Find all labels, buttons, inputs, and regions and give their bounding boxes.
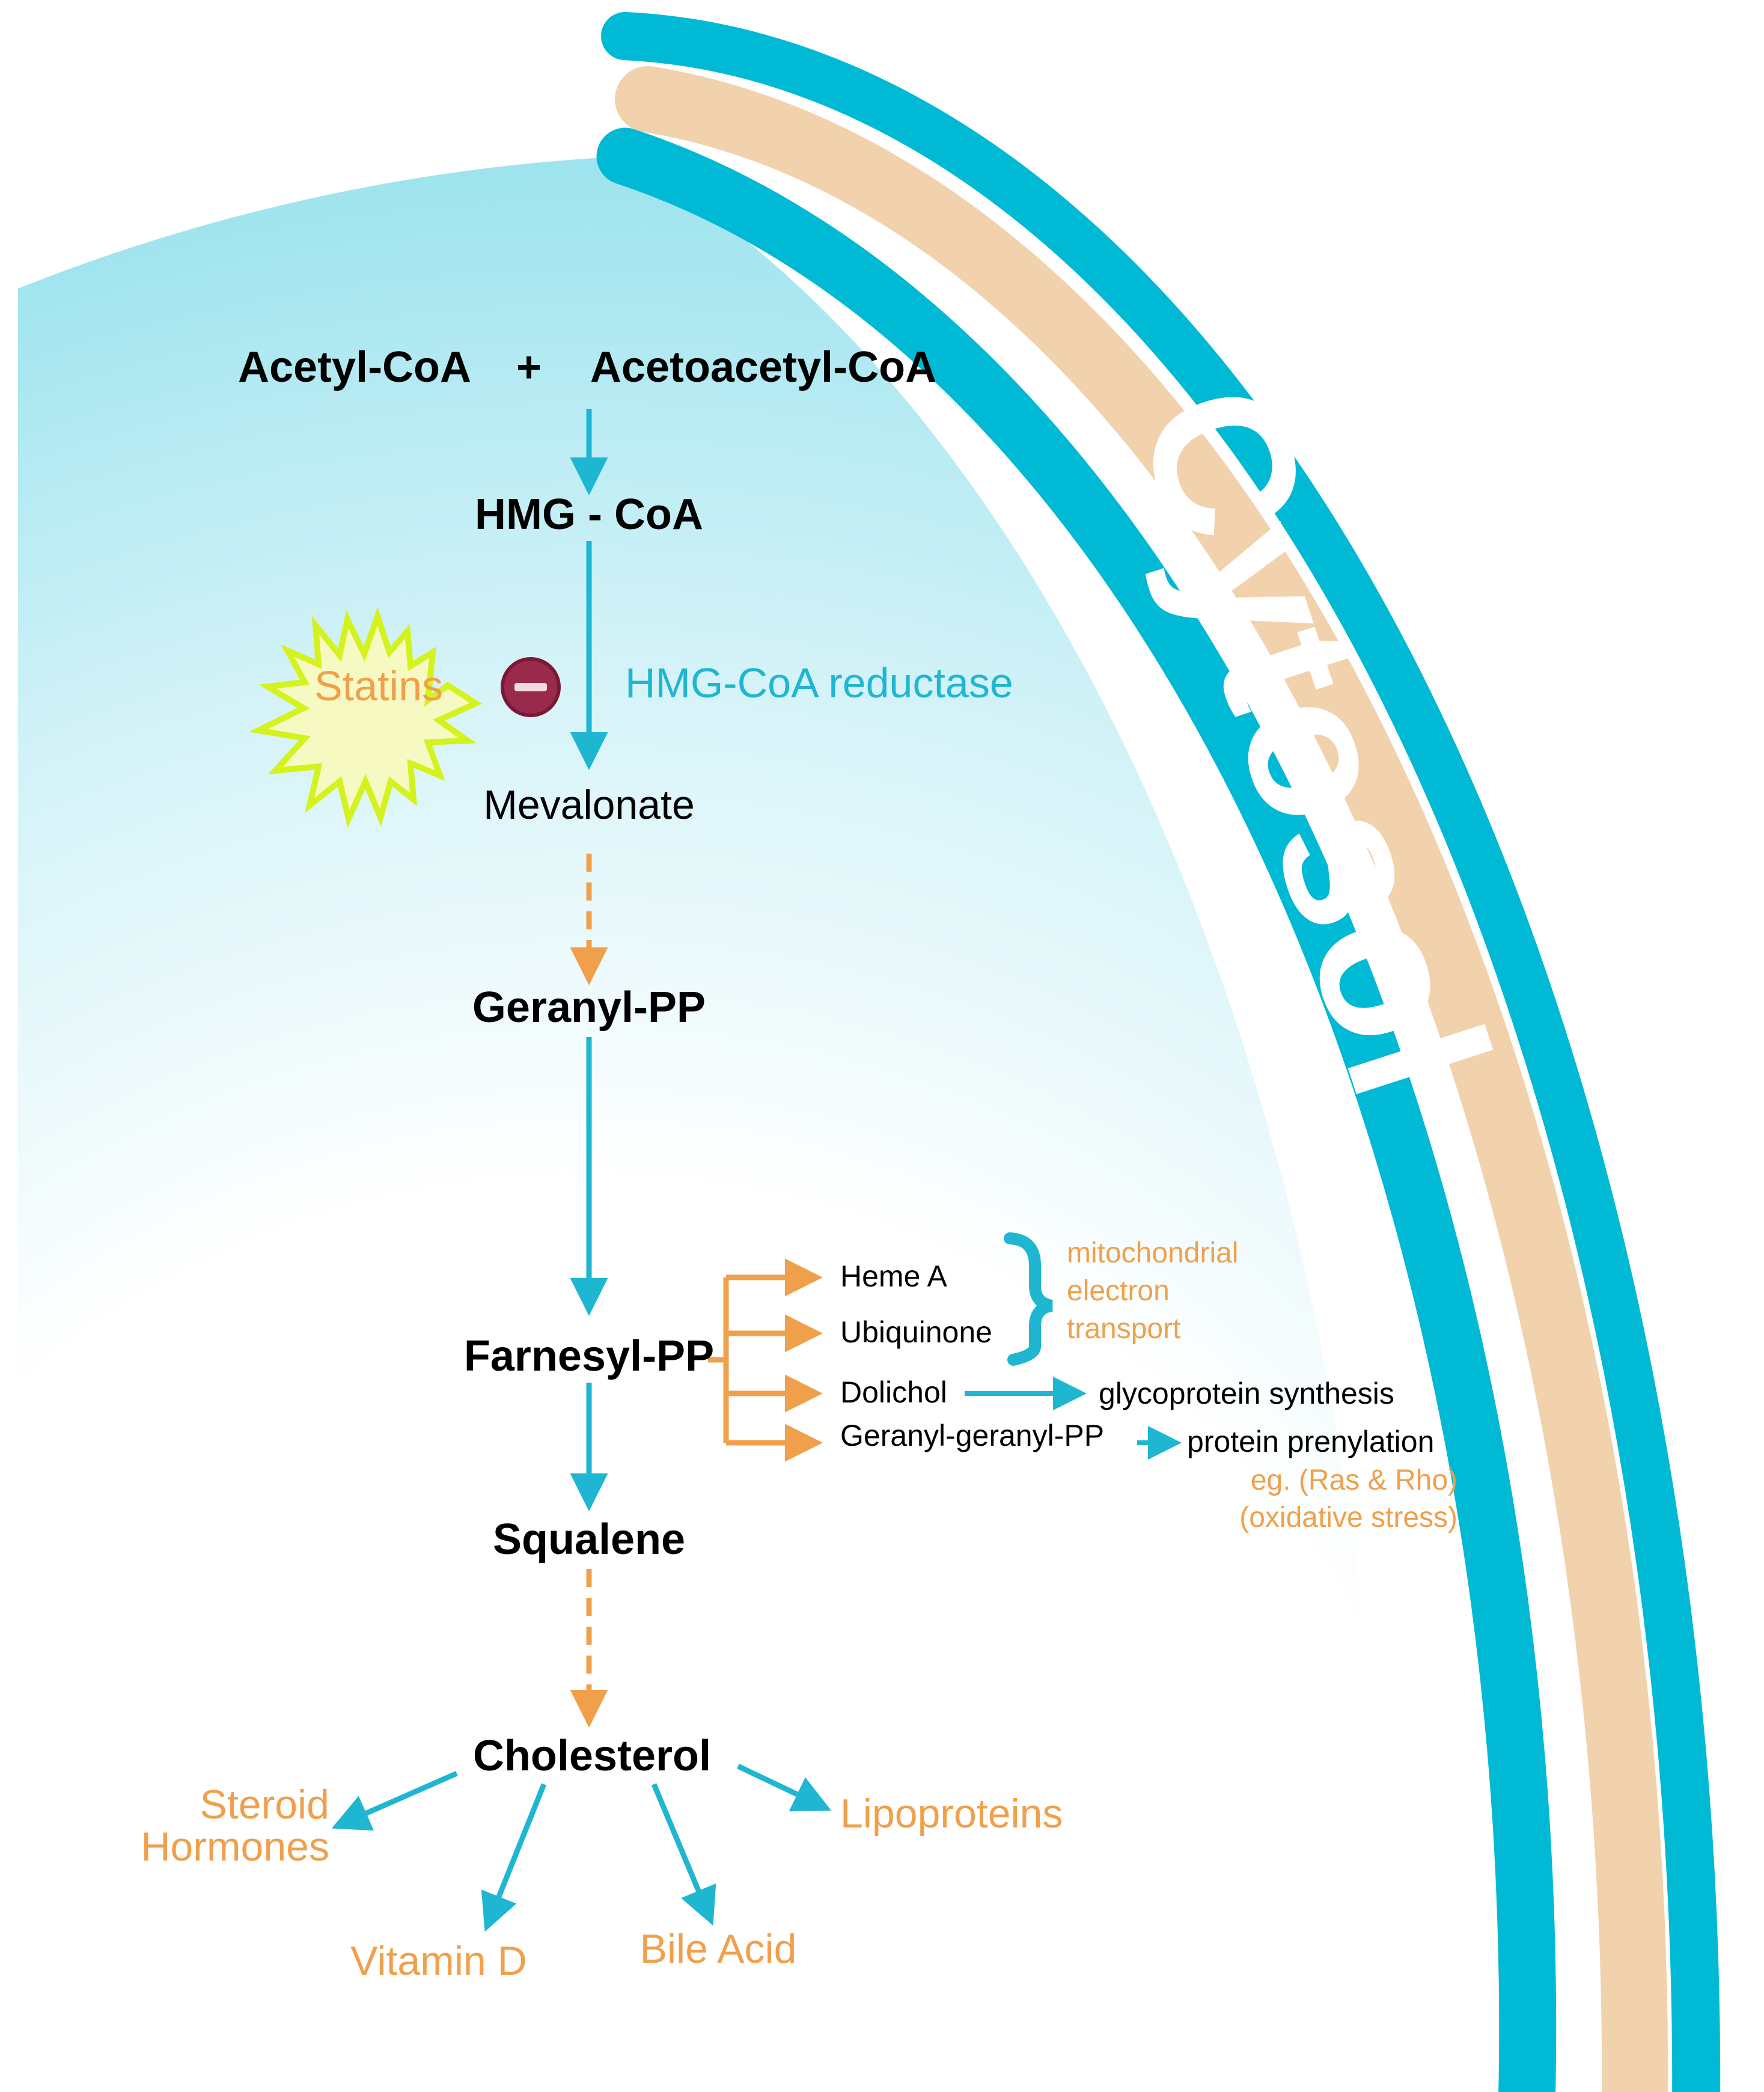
farnesyl-branch-arrows (708, 1258, 823, 1462)
arrow-to-lipoproteins (737, 1763, 832, 1812)
ubiquinone-label: Ubiquinone (840, 1315, 992, 1349)
cholesterol-label: Cholesterol (473, 1732, 711, 1780)
acetoacetyl-coa-label: Acetoacetyl-CoA (590, 343, 936, 391)
glycoprotein-synthesis-label: glycoprotein synthesis (1099, 1377, 1394, 1410)
enzyme-label: HMG-CoA reductase (625, 659, 1013, 706)
cell-membrane (596, 12, 1721, 2092)
hormones-label: Hormones (141, 1824, 329, 1870)
steroid-label: Steroid (200, 1782, 329, 1827)
heme-a-label: Heme A (840, 1259, 948, 1293)
membrane-outer-layer (601, 12, 1721, 2092)
mitochondrial-label: mitochondrial (1067, 1237, 1238, 1269)
statins-burst (248, 607, 483, 828)
lipoproteins-label: Lipoproteins (840, 1791, 1063, 1837)
acetyl-coa-label: Acetyl-CoA (238, 343, 471, 391)
protein-prenylation-label: protein prenylation (1187, 1425, 1434, 1458)
vitamin-d-label: Vitamin D (350, 1938, 527, 1984)
oxidative-stress-label: (oxidative stress) (1239, 1502, 1457, 1534)
hmg-coa-label: HMG - CoA (475, 491, 703, 539)
inhibition-minus-bar (514, 683, 547, 691)
transport-label: transport (1067, 1313, 1180, 1345)
prenylation-example-label: eg. (Ras & Rho) (1251, 1464, 1457, 1496)
bile-acid-label: Bile Acid (640, 1926, 797, 1972)
plus-sign: + (516, 343, 542, 391)
arrow-to-vitamin-d (481, 1783, 547, 1932)
statins-label: Statins (314, 662, 443, 709)
squalene-label: Squalene (493, 1515, 685, 1564)
secondary-arrows (965, 1377, 1182, 1460)
membrane-inner-layer (596, 127, 1557, 2092)
farnesyl-pp-label: Farnesyl-PP (464, 1332, 714, 1380)
electron-label: electron (1067, 1275, 1170, 1307)
arrow-to-bile-acid (651, 1783, 716, 1926)
cholesterol-product-arrows (331, 1763, 832, 1932)
mitochondrial-brace (1004, 1232, 1054, 1366)
membrane-tan-layer (615, 66, 1668, 2092)
dolichol-label: Dolichol (840, 1375, 947, 1409)
mevalonate-label: Mevalonate (483, 782, 695, 828)
ggpp-label: Geranyl-geranyl-PP (840, 1419, 1104, 1452)
geranyl-pp-label: Geranyl-PP (472, 983, 706, 1032)
arrow-to-steroid-hormones (331, 1770, 458, 1831)
